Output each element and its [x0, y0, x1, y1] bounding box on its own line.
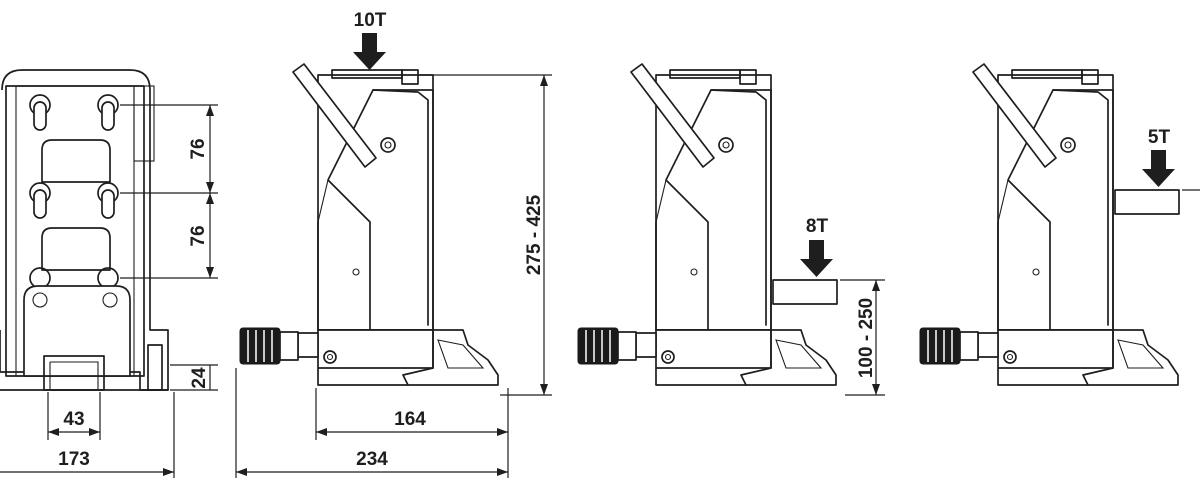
load-arrow-top [353, 33, 386, 70]
dim-front-foot-height: 24 [189, 367, 210, 389]
front-lower-plate [23, 285, 131, 377]
side-view-top-load: 10T [239, 10, 499, 386]
load-arrow-toe-low [800, 240, 833, 277]
dim-front-spacing-lower: 76 [188, 225, 209, 246]
load-label-toe-low: 8T [806, 216, 829, 237]
dim-front-total-width: 173 [58, 449, 90, 470]
dim-side-base-length: 164 [394, 409, 426, 430]
toe-lift-high [1114, 189, 1180, 215]
side-view-toe-low: 8T 100 - 250 [577, 63, 885, 396]
dim-toe-height-range: 100 - 250 [856, 298, 877, 378]
keyhole-slots [29, 94, 119, 289]
dim-side-height-range: 275 - 425 [524, 194, 545, 275]
front-view [0, 69, 169, 391]
side-dimensions: 275 - 425 164 234 [235, 74, 552, 478]
load-arrow-toe-high [1142, 150, 1175, 187]
front-dimensions: 76 76 24 43 173 [0, 104, 218, 478]
dim-front-base-width: 43 [63, 409, 84, 430]
toe-lift-low [772, 279, 838, 305]
load-label-top: 10T [354, 10, 387, 31]
side-view-toe-high: 5T [919, 63, 1200, 386]
dim-side-total-length: 234 [356, 449, 388, 470]
load-label-toe-high: 5T [1148, 127, 1171, 148]
dim-front-spacing-upper: 76 [188, 138, 209, 159]
